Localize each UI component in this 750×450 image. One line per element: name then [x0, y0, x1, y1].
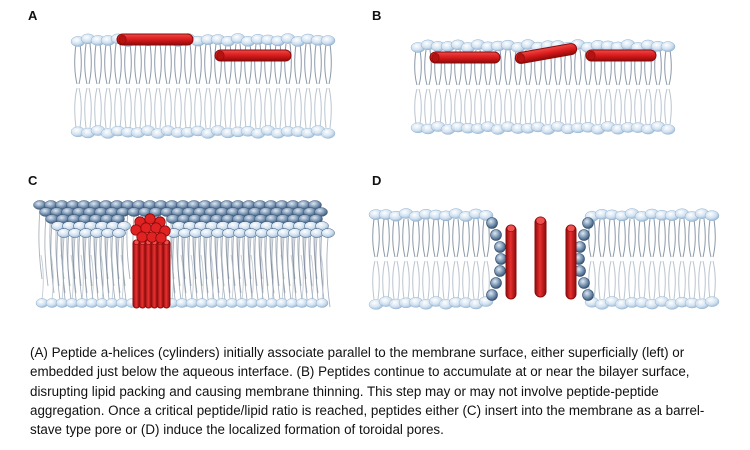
panel-a-membrane [70, 33, 336, 139]
panel-b-peptides [429, 43, 657, 64]
panel-c-lipids [33, 200, 335, 308]
figure-caption: (A) Peptide a-helices (cylinders) initia… [30, 345, 705, 438]
panel-b-label: B [372, 8, 382, 23]
panel-a-lipids [70, 33, 336, 139]
panel-b-lipids [410, 39, 676, 135]
panel-a-peptides [116, 33, 292, 62]
panel-d-label: D [372, 173, 382, 188]
panel-c-label: C [28, 173, 38, 188]
panel-c-membrane [33, 200, 335, 309]
panel-d-pore [505, 216, 577, 300]
panel-d-membrane [368, 208, 720, 310]
panel-d-lipids [368, 208, 720, 310]
panel-c-pore [130, 213, 171, 309]
panel-a-label: A [28, 8, 38, 23]
panel-b-membrane [410, 39, 676, 135]
